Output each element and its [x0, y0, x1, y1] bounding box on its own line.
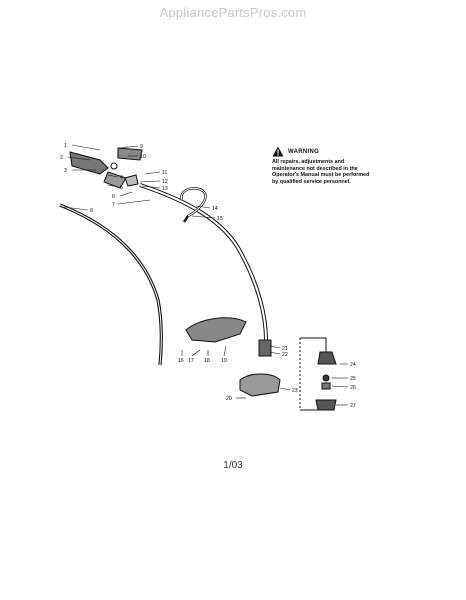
handle-left: [69, 151, 109, 175]
callout-labels: 1 2 3 4 5 6 7 8 9 10 11 12 13 14 15 16 1…: [60, 143, 356, 409]
callout-19: 19: [221, 358, 227, 364]
callout-3: 3: [64, 168, 67, 174]
guard: [185, 317, 247, 343]
callout-14: 14: [212, 206, 218, 212]
spring-part: [110, 162, 118, 170]
callout-13: 13: [162, 186, 168, 192]
callout-12: 12: [162, 179, 168, 185]
gearhead: [258, 339, 272, 357]
callout-1: 1: [64, 143, 67, 149]
callout-11: 11: [162, 170, 167, 176]
callout-6: 6: [112, 194, 115, 200]
callout-4: 4: [120, 175, 123, 181]
callout-18: 18: [204, 358, 210, 364]
callout-2: 2: [60, 155, 63, 161]
handle-right: [117, 147, 143, 161]
callout-5: 5: [120, 185, 123, 191]
callout-17: 17: [188, 358, 194, 364]
warning-box: WARNING All repairs, adjustments and mai…: [272, 146, 372, 185]
watermark-text: AppliancePartsPros.com: [159, 5, 307, 20]
callout-27: 27: [350, 403, 356, 409]
warning-body: All repairs, adjustments and maintenance…: [272, 159, 370, 185]
callout-7: 7: [112, 202, 115, 208]
callout-22: 22: [282, 352, 288, 358]
callout-25: 25: [350, 376, 356, 382]
callout-16: 16: [178, 358, 184, 364]
callout-24: 24: [350, 362, 356, 368]
callout-8: 8: [90, 208, 93, 214]
callout-10: 10: [140, 154, 146, 160]
callout-20: 20: [226, 396, 232, 402]
shield: [239, 373, 281, 397]
page-number: 1/03: [223, 460, 243, 471]
warning-title: WARNING: [288, 148, 320, 155]
callout-26: 26: [350, 385, 356, 391]
throttle-part: [103, 171, 127, 189]
callout-15: 15: [217, 216, 223, 222]
callout-21: 21: [282, 346, 288, 352]
callout-23: 23: [292, 388, 298, 394]
callout-9: 9: [140, 144, 143, 150]
warning-triangle-icon: [272, 146, 284, 157]
trimmer-line: [59, 203, 163, 366]
